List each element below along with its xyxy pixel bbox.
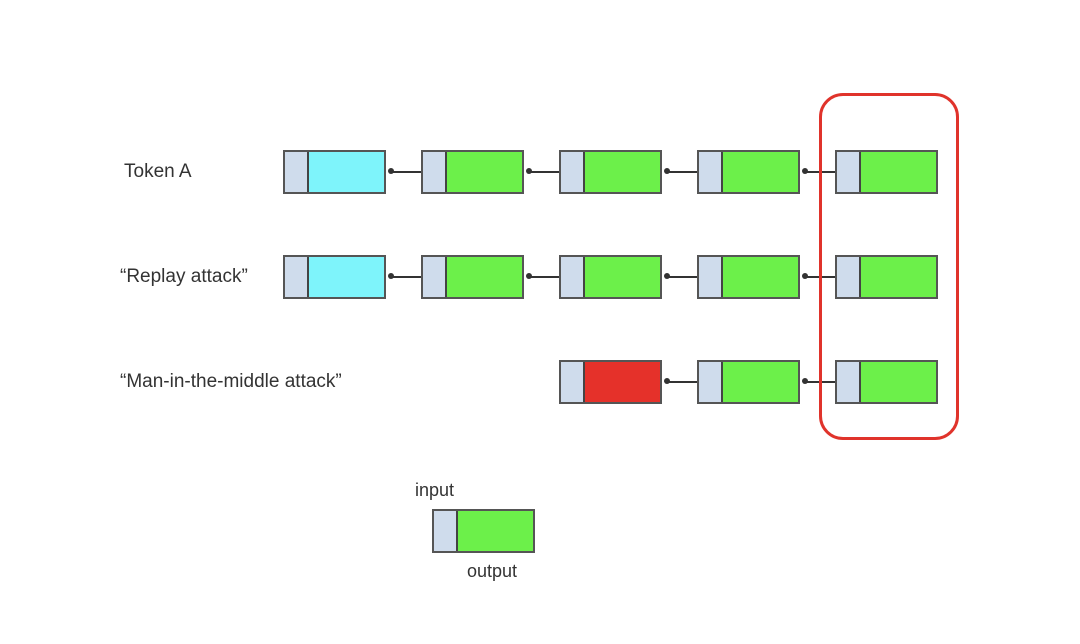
token-block-green [559,255,662,299]
output-cell [861,362,936,402]
output-cell [861,152,936,192]
token-block-green [835,255,938,299]
token-block-red [559,360,662,404]
input-cell [699,257,723,297]
legend-output-label: output [467,561,518,581]
token-block-green [697,360,800,404]
token-block-green [835,150,938,194]
input-cell [423,257,447,297]
input-cell [423,152,447,192]
token-block-green [697,150,800,194]
input-cell [837,257,861,297]
output-cell [585,362,660,402]
token-block-green [697,255,800,299]
output-cell [861,257,936,297]
link-arrow [664,378,697,384]
link-arrow [388,273,421,279]
legend-input-label: input [415,480,455,500]
output-cell [447,257,522,297]
input-cell [837,362,861,402]
output-cell [723,152,798,192]
link-arrow [664,168,697,174]
input-cell [561,257,585,297]
highlight-box [819,93,959,440]
input-cell [561,152,585,192]
output-cell [309,257,384,297]
legend-output-cell [458,511,533,551]
row-label: “Man-in-the-middle attack” [120,371,342,392]
output-cell [723,257,798,297]
token-block-cyan [283,150,386,194]
token-block-green [421,255,524,299]
output-cell [309,152,384,192]
input-cell [285,257,309,297]
link-arrow [526,168,559,174]
row-label: “Replay attack” [120,266,248,287]
input-cell [285,152,309,192]
token-block-cyan [283,255,386,299]
token-block-green [835,360,938,404]
token-block-green [421,150,524,194]
input-cell [699,152,723,192]
input-cell [561,362,585,402]
link-arrow [526,273,559,279]
link-arrow [664,273,697,279]
legend-block [432,509,535,553]
link-arrow [388,168,421,174]
output-cell [585,257,660,297]
input-cell [837,152,861,192]
row-label: Token A [124,161,192,182]
input-cell [699,362,723,402]
output-cell [723,362,798,402]
token-block-green [559,150,662,194]
legend-input-cell [434,511,458,551]
output-cell [447,152,522,192]
output-cell [585,152,660,192]
